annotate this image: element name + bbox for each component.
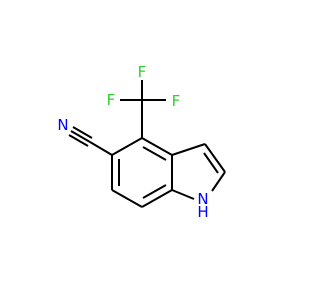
bond-ring-1-inner [142,146,167,161]
bond-pyrrole-4 [171,189,195,200]
fluorine-top-label: F [138,63,147,81]
bond-ring-3 [141,189,173,208]
bond-ring-4 [111,189,143,208]
indole-nitrogen-label: N [197,190,208,208]
fluorine-left-label: F [107,91,116,109]
bond-triple-2 [72,126,93,139]
nitrile-nitrogen-label: N [57,116,68,134]
bond-triple-1 [70,130,91,143]
bond-ring-6 [111,137,143,156]
indole-hydrogen-label: H [197,203,208,221]
bond-pyrrole-2-inner [203,152,219,174]
bond-ring-3-inner [142,184,167,199]
bond-ring-1 [141,137,173,156]
bond-pyrrole-2 [204,143,226,173]
bond-c-cn [89,141,113,156]
fluorine-right-label: F [172,92,181,110]
bond-triple-3 [68,134,89,147]
molecule-diagram: F F F N N H [57,63,226,221]
bond-pyrrole-1 [171,143,206,156]
bond-pyrrole-3 [211,171,226,192]
